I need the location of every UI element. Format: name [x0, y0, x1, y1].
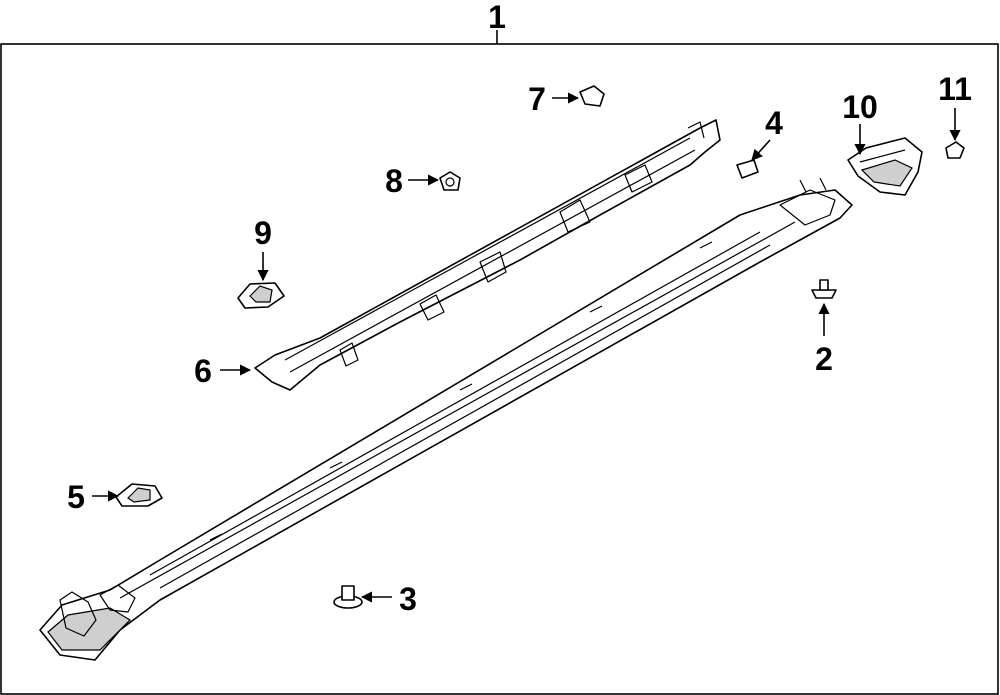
callout-8: 8 [385, 163, 403, 199]
grommet-part-5[interactable] [115, 483, 163, 507]
callout-2: 2 [815, 341, 833, 377]
diagram-frame [0, 43, 999, 695]
bracket-part-10[interactable] [847, 137, 923, 196]
rocker-panel-part[interactable] [39, 177, 853, 661]
grommet-part-9[interactable] [237, 282, 285, 309]
callout-9: 9 [254, 215, 272, 251]
clip-part-2[interactable] [811, 279, 837, 299]
callout-4: 4 [765, 105, 783, 141]
callout-1: 1 [488, 0, 506, 35]
clip-part-8[interactable] [439, 171, 461, 191]
reinforcement-part[interactable] [254, 119, 721, 391]
clip-part-11[interactable] [945, 141, 965, 159]
callout-4-arrow [751, 139, 771, 161]
clip-part-7[interactable] [579, 85, 605, 107]
clip-part-4[interactable] [736, 159, 759, 179]
callout-3: 3 [399, 581, 417, 617]
callout-10: 10 [842, 89, 878, 125]
clip-part-3[interactable] [333, 585, 363, 609]
callout-11: 11 [938, 71, 972, 107]
callout-5: 5 [67, 479, 85, 515]
callout-7: 7 [528, 81, 546, 117]
callout-6: 6 [194, 353, 212, 389]
